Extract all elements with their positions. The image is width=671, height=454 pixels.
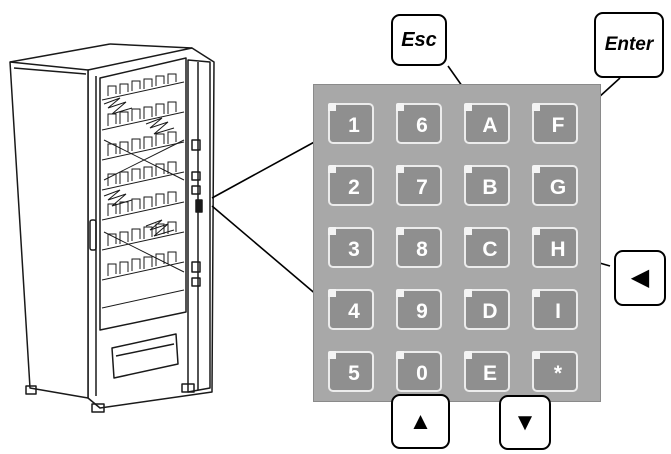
key-indicator xyxy=(396,289,404,297)
key-indicator xyxy=(396,227,404,235)
key-indicator xyxy=(532,165,540,173)
key-indicator xyxy=(396,351,404,359)
key-label: 0 xyxy=(416,361,428,385)
key-label: F xyxy=(551,113,565,137)
keypad-key[interactable]: A xyxy=(464,103,510,144)
keypad-key[interactable]: D xyxy=(464,289,510,330)
enter-label: Enter xyxy=(604,34,654,55)
key-indicator xyxy=(328,351,336,359)
key-label: B xyxy=(482,175,498,199)
key-indicator xyxy=(328,289,336,297)
key-indicator xyxy=(464,289,472,297)
keypad-key[interactable]: 1 xyxy=(328,103,374,144)
keypad-key[interactable]: 9 xyxy=(396,289,442,330)
key-indicator xyxy=(532,289,540,297)
keypad-key[interactable]: * xyxy=(532,351,578,392)
key-label: E xyxy=(482,361,497,385)
keypad-key[interactable]: 5 xyxy=(328,351,374,392)
key-indicator xyxy=(532,227,540,235)
up-arrow-callout-button[interactable]: ▲ xyxy=(391,394,450,449)
key-label: 9 xyxy=(416,299,428,323)
key-indicator xyxy=(328,103,336,111)
key-label: * xyxy=(553,361,563,385)
key-indicator xyxy=(464,227,472,235)
keypad-key[interactable]: H xyxy=(532,227,578,268)
key-indicator xyxy=(532,103,540,111)
keypad-key[interactable]: G xyxy=(532,165,578,206)
key-label: C xyxy=(482,237,498,261)
key-label: A xyxy=(482,113,498,137)
key-indicator xyxy=(464,165,472,173)
keypad-key[interactable]: B xyxy=(464,165,510,206)
key-label: G xyxy=(549,175,567,199)
key-label: 5 xyxy=(348,361,360,385)
left-arrow-callout-button[interactable]: ◀ xyxy=(614,250,666,306)
key-label: H xyxy=(550,237,566,261)
keypad-key[interactable]: 6 xyxy=(396,103,442,144)
keypad-key[interactable]: 2 xyxy=(328,165,374,206)
key-indicator xyxy=(464,103,472,111)
down-arrow-callout-button[interactable]: ▼ xyxy=(499,395,551,450)
left-arrow-icon: ◀ xyxy=(630,264,650,291)
key-label: 6 xyxy=(416,113,428,137)
key-indicator xyxy=(464,351,472,359)
key-label: I xyxy=(555,299,561,323)
up-arrow-icon: ▲ xyxy=(408,407,433,435)
keypad-key[interactable]: 7 xyxy=(396,165,442,206)
key-label: 1 xyxy=(348,113,360,137)
enter-callout-button[interactable]: Enter xyxy=(594,12,664,78)
key-indicator xyxy=(396,103,404,111)
keypad-panel: 1 6 A F 2 7 B G 3 8 C H 4 9 D I 5 0 E * xyxy=(313,84,601,402)
keypad-key[interactable]: I xyxy=(532,289,578,330)
keypad-key[interactable]: E xyxy=(464,351,510,392)
keypad-key[interactable]: C xyxy=(464,227,510,268)
key-label: 7 xyxy=(416,175,428,199)
key-label: 4 xyxy=(348,299,360,323)
key-label: 2 xyxy=(348,175,360,199)
key-label: 8 xyxy=(416,237,428,261)
esc-label: Esc xyxy=(401,28,437,51)
down-arrow-icon: ▼ xyxy=(513,408,537,436)
key-indicator xyxy=(328,227,336,235)
keypad-key[interactable]: 8 xyxy=(396,227,442,268)
key-indicator xyxy=(532,351,540,359)
key-indicator xyxy=(328,165,336,173)
key-label: 3 xyxy=(348,237,360,261)
key-label: D xyxy=(482,299,498,323)
keypad-key[interactable]: 3 xyxy=(328,227,374,268)
key-indicator xyxy=(396,165,404,173)
keypad-key[interactable]: 4 xyxy=(328,289,374,330)
keypad-key[interactable]: F xyxy=(532,103,578,144)
esc-callout-button[interactable]: Esc xyxy=(391,14,447,66)
keypad-key[interactable]: 0 xyxy=(396,351,442,392)
